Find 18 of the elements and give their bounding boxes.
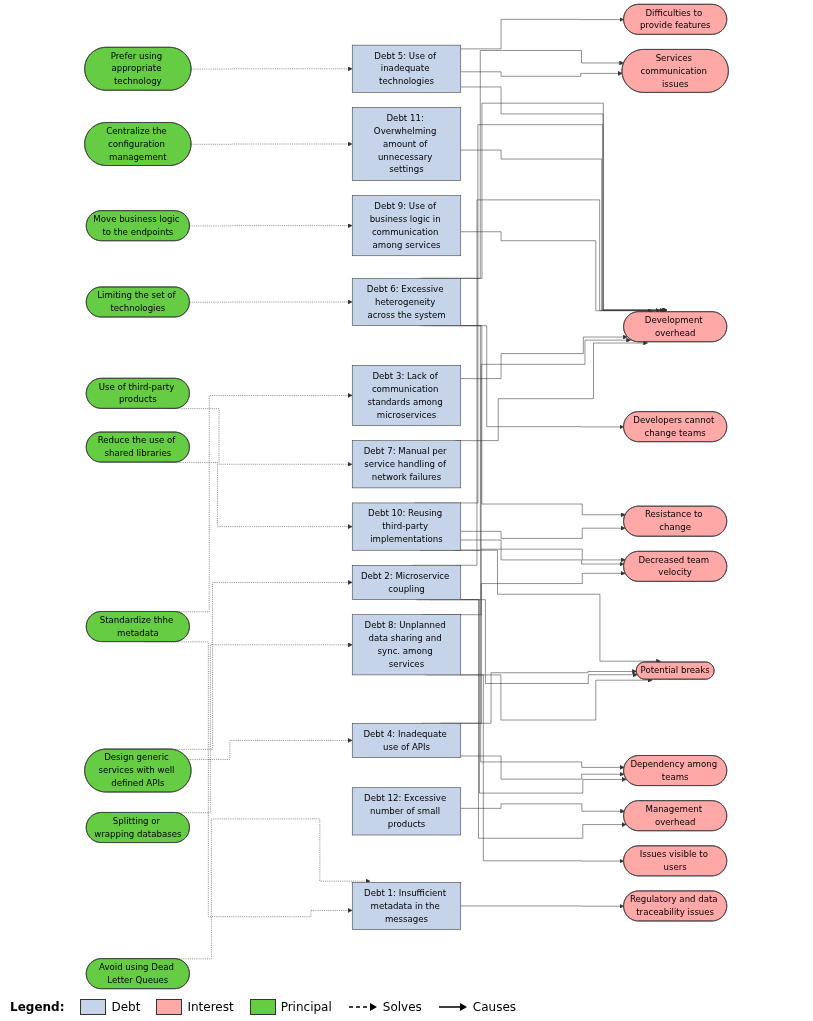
legend-text: Solves (382, 1000, 422, 1014)
legend-heading: Legend: (10, 1000, 65, 1014)
node-box: Debt 12: Excessive number of small products (351, 787, 462, 836)
legend-text: Causes (472, 1000, 517, 1014)
node-box: Debt 9: Use of business logic in communication among services (351, 195, 462, 257)
legend-text: Interest (187, 1000, 234, 1014)
node-box: Debt 1: Insufficient metadata in the messages (351, 882, 462, 930)
node-box: Debt 8: Unplanned data sharing and sync. among services (351, 614, 462, 676)
node-box: Debt 7: Manual per service handling of network failures (351, 440, 462, 489)
legend-text: Debt (111, 1000, 141, 1014)
node-box: Debt 5: Use of inadequate technologies (351, 44, 462, 93)
legend-text: Principal (280, 1000, 332, 1014)
node-box: Debt 6: Excessive heterogeneity across the system (351, 278, 462, 326)
node-box: Debt 2: Microservice coupling (351, 565, 462, 600)
node-box: Debt 11: Overwhelming amount of unnecessary settings (351, 107, 462, 181)
node-box: Debt 10: Reusing third-party implementations (351, 502, 462, 551)
node-box: Debt 4: Inadequate use of APIs (351, 723, 462, 758)
node-box: Debt 3: Lack of communication standards among microservices (351, 365, 462, 426)
